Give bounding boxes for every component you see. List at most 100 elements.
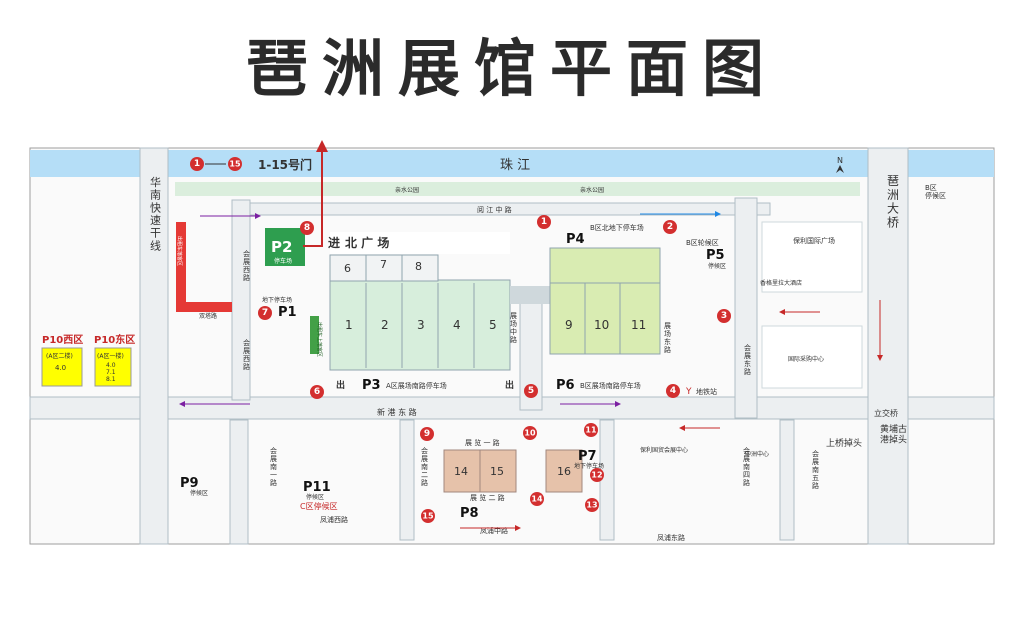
svg-text:1: 1 xyxy=(194,159,200,169)
hall-16[interactable]: 16 xyxy=(557,465,571,478)
zhongzhou-label: 中洲中心 xyxy=(745,450,769,458)
metro-label: 地铁站 xyxy=(696,387,717,396)
vertical-road-labels: 华南快速干线 琶洲大桥 会展西路 会展西路 展场中路 展场东路 会展东路 会展南… xyxy=(150,174,907,490)
traffic-arrows xyxy=(179,211,883,531)
p2-lot[interactable] xyxy=(265,228,305,266)
hall-4[interactable]: 4 xyxy=(453,318,461,332)
p10-east-lot[interactable] xyxy=(94,347,132,387)
gate-4: 4 xyxy=(666,384,680,398)
p10-west-sub: (A区二楼) xyxy=(46,352,73,360)
p2-code: P2 xyxy=(271,238,292,256)
hall-c-block xyxy=(443,449,583,493)
north-plaza xyxy=(330,232,510,254)
park-right xyxy=(480,182,860,196)
gate-6: 6 xyxy=(310,385,324,399)
hall-6[interactable]: 6 xyxy=(344,262,351,275)
gate-1: 1 xyxy=(537,215,551,229)
gate-3: 3 xyxy=(717,309,731,323)
p1-desc: 地下停车场 xyxy=(262,296,292,304)
intl-purchase-label: 国际采购中心 xyxy=(788,355,824,363)
huizhan-south-2-label: 会展南二路 xyxy=(421,446,428,487)
svg-text:15: 15 xyxy=(229,160,241,169)
huizhan-east-label-2: 会展东路 xyxy=(744,343,751,376)
hall-connector xyxy=(510,286,550,304)
fengpu-east-label: 凤浦东路 xyxy=(657,533,685,542)
p6-desc: B区展场南路停车场 xyxy=(580,381,641,390)
fengpu-middle-label: 凤浦中路 xyxy=(480,526,508,535)
svg-text:11: 11 xyxy=(585,426,597,435)
p7-desc: 地下停车场 xyxy=(574,462,604,470)
gate-10: 10 xyxy=(523,426,537,440)
gate-7: 7 xyxy=(258,306,272,320)
xingang-road-label: 新 港 东 路 xyxy=(377,407,417,417)
p5-desc: 停候区 xyxy=(708,262,726,270)
park-left-label: 亲水公园 xyxy=(395,186,419,194)
hall-2[interactable]: 2 xyxy=(381,318,389,332)
hall-7[interactable]: 7 xyxy=(380,258,387,271)
p10-west-lot[interactable] xyxy=(41,347,83,387)
svg-text:8: 8 xyxy=(304,223,310,233)
svg-text:N: N xyxy=(837,156,843,165)
p4-code: P4 xyxy=(566,232,585,247)
huizhan-middle-label: 展场中路 xyxy=(510,312,517,344)
svg-text:5: 5 xyxy=(528,386,534,396)
huangpu-label: 黄埔古港掉头 xyxy=(880,423,907,445)
hall-5[interactable]: 5 xyxy=(489,318,497,332)
taxi-dropoff-label: 出租车落客区 xyxy=(176,236,183,266)
svg-text:9: 9 xyxy=(424,429,430,439)
road-network xyxy=(29,147,995,545)
lijiaoqiao-label: 立交桥 xyxy=(874,408,898,418)
p5-area: B区轮候区 xyxy=(686,238,719,247)
gate-14: 14 xyxy=(530,492,544,506)
poly-plaza-building xyxy=(761,221,863,293)
gate-15: 15 xyxy=(421,509,435,523)
hall-10[interactable]: 10 xyxy=(594,318,609,332)
p10-east-code: P10东区 xyxy=(94,333,135,346)
fengpu-west-label: 凤浦西路 xyxy=(320,515,348,524)
p9-code: P9 xyxy=(180,476,199,491)
shuangta-road-label: 双塔路 xyxy=(199,312,217,320)
zhanlan-2-label: 展 览 二 路 xyxy=(470,493,505,502)
huizhan-west-label-2: 会展西路 xyxy=(243,338,250,371)
hall-b-block xyxy=(549,247,661,355)
yuejiang-road-label: 阅 江 中 路 xyxy=(477,205,512,214)
entrance-label: 进 xyxy=(328,235,340,250)
svg-text:12: 12 xyxy=(591,471,602,480)
huizhan-south-4-label: 会展南四路 xyxy=(743,446,750,487)
svg-text:14: 14 xyxy=(531,495,543,504)
hall-a-block xyxy=(329,254,511,371)
park-right-label: 亲水公园 xyxy=(580,186,604,194)
p10-west-code: P10西区 xyxy=(42,334,83,346)
hall-9[interactable]: 9 xyxy=(565,318,573,332)
river-label: 珠 江 xyxy=(500,158,530,173)
svg-text:1: 1 xyxy=(541,217,547,227)
p10-east-val-1: 4.0 xyxy=(106,362,116,369)
svg-text:10: 10 xyxy=(524,429,536,438)
gate-range-label: 1 15 1-15号门 xyxy=(190,157,312,172)
hall-15[interactable]: 15 xyxy=(490,465,504,478)
poly-plaza-label: 保利国际广场 xyxy=(793,236,835,245)
p3-desc: A区展场南路停车场 xyxy=(386,381,447,390)
hotel-label: 香格里拉大酒店 xyxy=(760,279,802,287)
hall-1[interactable]: 1 xyxy=(345,318,353,332)
svg-text:6: 6 xyxy=(314,387,320,397)
exit-right: 出 xyxy=(505,379,514,391)
taxi-right-label: 出租车上落客区 xyxy=(316,322,323,357)
p1-code: P1 xyxy=(278,305,297,320)
hall-11[interactable]: 11 xyxy=(631,318,646,332)
hall-14[interactable]: 14 xyxy=(454,465,468,478)
b-wait-area-label: B区停候区 xyxy=(925,184,946,200)
poly-expo-label: 保利国贸会展中心 xyxy=(640,446,688,454)
compass-icon: N xyxy=(836,156,844,173)
hall-8[interactable]: 8 xyxy=(415,260,422,273)
hall-3[interactable]: 3 xyxy=(417,318,425,332)
p10-east-val-2: 7.1 xyxy=(106,369,116,376)
exit-left: 出 xyxy=(336,379,345,391)
taxi-dropoff-area xyxy=(176,222,232,312)
huizhan-west-label: 会展西路 xyxy=(243,249,250,282)
p8-code: P8 xyxy=(460,506,479,521)
p10-east-sub: (A区一楼) xyxy=(97,352,124,360)
expressway-label: 华南快速干线 xyxy=(150,175,161,252)
p11-code: P11 xyxy=(303,480,331,495)
